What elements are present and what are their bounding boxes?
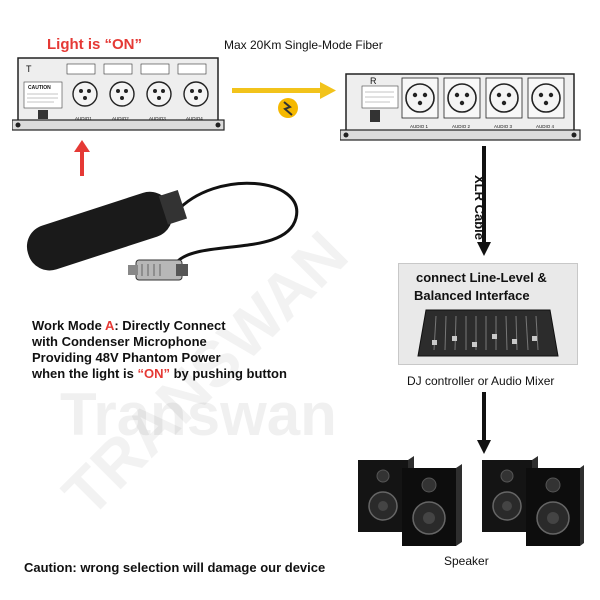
receiver-xlr-channels: AUDIO 1 AUDIO 2 AUDIO 3 AUDIO 4 xyxy=(401,77,565,129)
xlr-plug xyxy=(128,259,188,281)
transmitter-xlr-channels: AUDIO1 AUDIO2 AUDIO3 AUDIO4 xyxy=(66,63,209,121)
speaker-2 xyxy=(402,464,462,546)
work-mode-line2: with Condenser Microphone xyxy=(32,334,207,349)
light-label-on: “ON” xyxy=(104,36,143,53)
receiver-marker: R xyxy=(370,76,377,86)
work-mode-line4: when the light is “ON” by pushing button xyxy=(32,366,287,382)
receiver-channel-4: AUDIO 4 xyxy=(527,77,565,129)
receiver-channel-1: AUDIO 1 xyxy=(401,77,439,129)
mixer-caption: DJ controller or Audio Mixer xyxy=(407,374,555,388)
transmitter-channel-label-1: AUDIO1 xyxy=(75,116,92,121)
light-on-label: Light is “ON” xyxy=(47,36,142,53)
work-mode-line4-on: “ON” xyxy=(137,366,170,381)
work-mode-letter: A xyxy=(104,318,115,333)
receiver-channel-label-1: AUDIO 1 xyxy=(410,124,429,129)
audio-mixer-image xyxy=(417,309,559,357)
transmitter-channel-1: AUDIO1 xyxy=(66,63,98,121)
work-mode-line1-rest: : Directly Connect xyxy=(114,318,226,333)
transmitter-marker: T xyxy=(26,64,32,74)
fiber-arrow-shaft xyxy=(232,88,322,93)
transmitter-channel-2: AUDIO2 xyxy=(103,63,135,121)
fiber-arrow-head xyxy=(320,82,336,99)
mixer-line2: Balanced Interface xyxy=(414,288,530,303)
transmitter-device: T CAUTION AUDIO1 AUDIO2 AUDIO3 AUDIO4 xyxy=(12,57,225,131)
receiver-channel-label-2: AUDIO 2 xyxy=(452,124,471,129)
speakers-group xyxy=(358,456,584,546)
condenser-microphone xyxy=(26,181,299,281)
speaker-4 xyxy=(526,465,584,546)
receiver-channel-2: AUDIO 2 xyxy=(443,77,481,129)
fiber-label: Max 20Km Single-Mode Fiber xyxy=(224,38,383,52)
work-mode-description: Work Mode A: Directly Connect with Conde… xyxy=(32,318,287,382)
fiber-arrow xyxy=(232,82,336,118)
work-mode-line4-prefix: when the light is xyxy=(32,366,138,381)
transmitter-channel-label-2: AUDIO2 xyxy=(112,116,129,121)
microphone-windscreen xyxy=(26,189,188,271)
microphone-cable xyxy=(174,181,299,265)
work-mode-line4-suffix: by pushing button xyxy=(169,366,287,381)
mixer-line1: connect Line-Level & xyxy=(416,270,547,285)
xlr-cable-arrow xyxy=(477,146,491,256)
receiver-channel-label-3: AUDIO 3 xyxy=(494,124,513,129)
work-mode-line1: Work Mode A: Directly Connect xyxy=(32,318,287,334)
receiver-device: R AUDIO 1 AUDIO 2 AUDIO 3 AUDIO 4 xyxy=(340,73,581,141)
transmitter-channel-3: AUDIO3 xyxy=(140,63,172,121)
watermark-transwan: Transwan xyxy=(60,381,337,448)
transmitter-channel-label-4: AUDIO4 xyxy=(186,116,203,121)
work-mode-line3: Providing 48V Phantom Power xyxy=(32,350,221,365)
work-mode-prefix: Work Mode xyxy=(32,318,105,333)
transmitter-caution-title: CAUTION xyxy=(28,85,51,91)
speaker-arrow xyxy=(477,392,491,454)
receiver-channel-3: AUDIO 3 xyxy=(485,77,523,129)
caution-text: Caution: wrong selection will damage our… xyxy=(24,560,326,575)
light-label-prefix: Light is xyxy=(47,36,105,53)
transmitter-channel-label-3: AUDIO3 xyxy=(149,116,166,121)
transmitter-channel-4: AUDIO4 xyxy=(177,63,209,121)
xlr-cable-label: XLR Cable xyxy=(472,175,487,241)
receiver-channel-label-4: AUDIO 4 xyxy=(536,124,555,129)
speaker-caption: Speaker xyxy=(444,554,489,568)
red-up-arrow xyxy=(74,140,90,176)
